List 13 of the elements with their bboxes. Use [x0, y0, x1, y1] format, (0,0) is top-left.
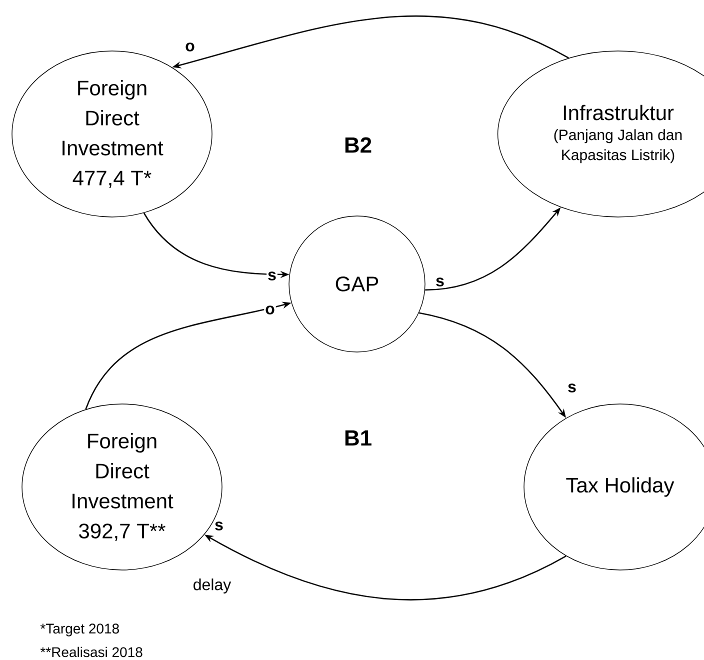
- edge-label: o: [264, 304, 276, 316]
- circle-node: GAP: [288, 216, 426, 352]
- loop-label: B1: [345, 430, 372, 446]
- ellipse-node: Foreign Direct Investment 477,4 T*: [12, 50, 212, 218]
- edge-label: s: [214, 520, 224, 532]
- footnote: *Target 2018: [40, 624, 119, 636]
- footnote: **Realisasi 2018: [40, 646, 142, 658]
- edge-label: s: [566, 382, 578, 394]
- loop-label: B2: [345, 137, 372, 153]
- edge-label: s: [266, 270, 278, 282]
- edge-label: s: [434, 276, 446, 288]
- delay-label: delay: [194, 578, 232, 594]
- edge-label: o: [184, 42, 196, 52]
